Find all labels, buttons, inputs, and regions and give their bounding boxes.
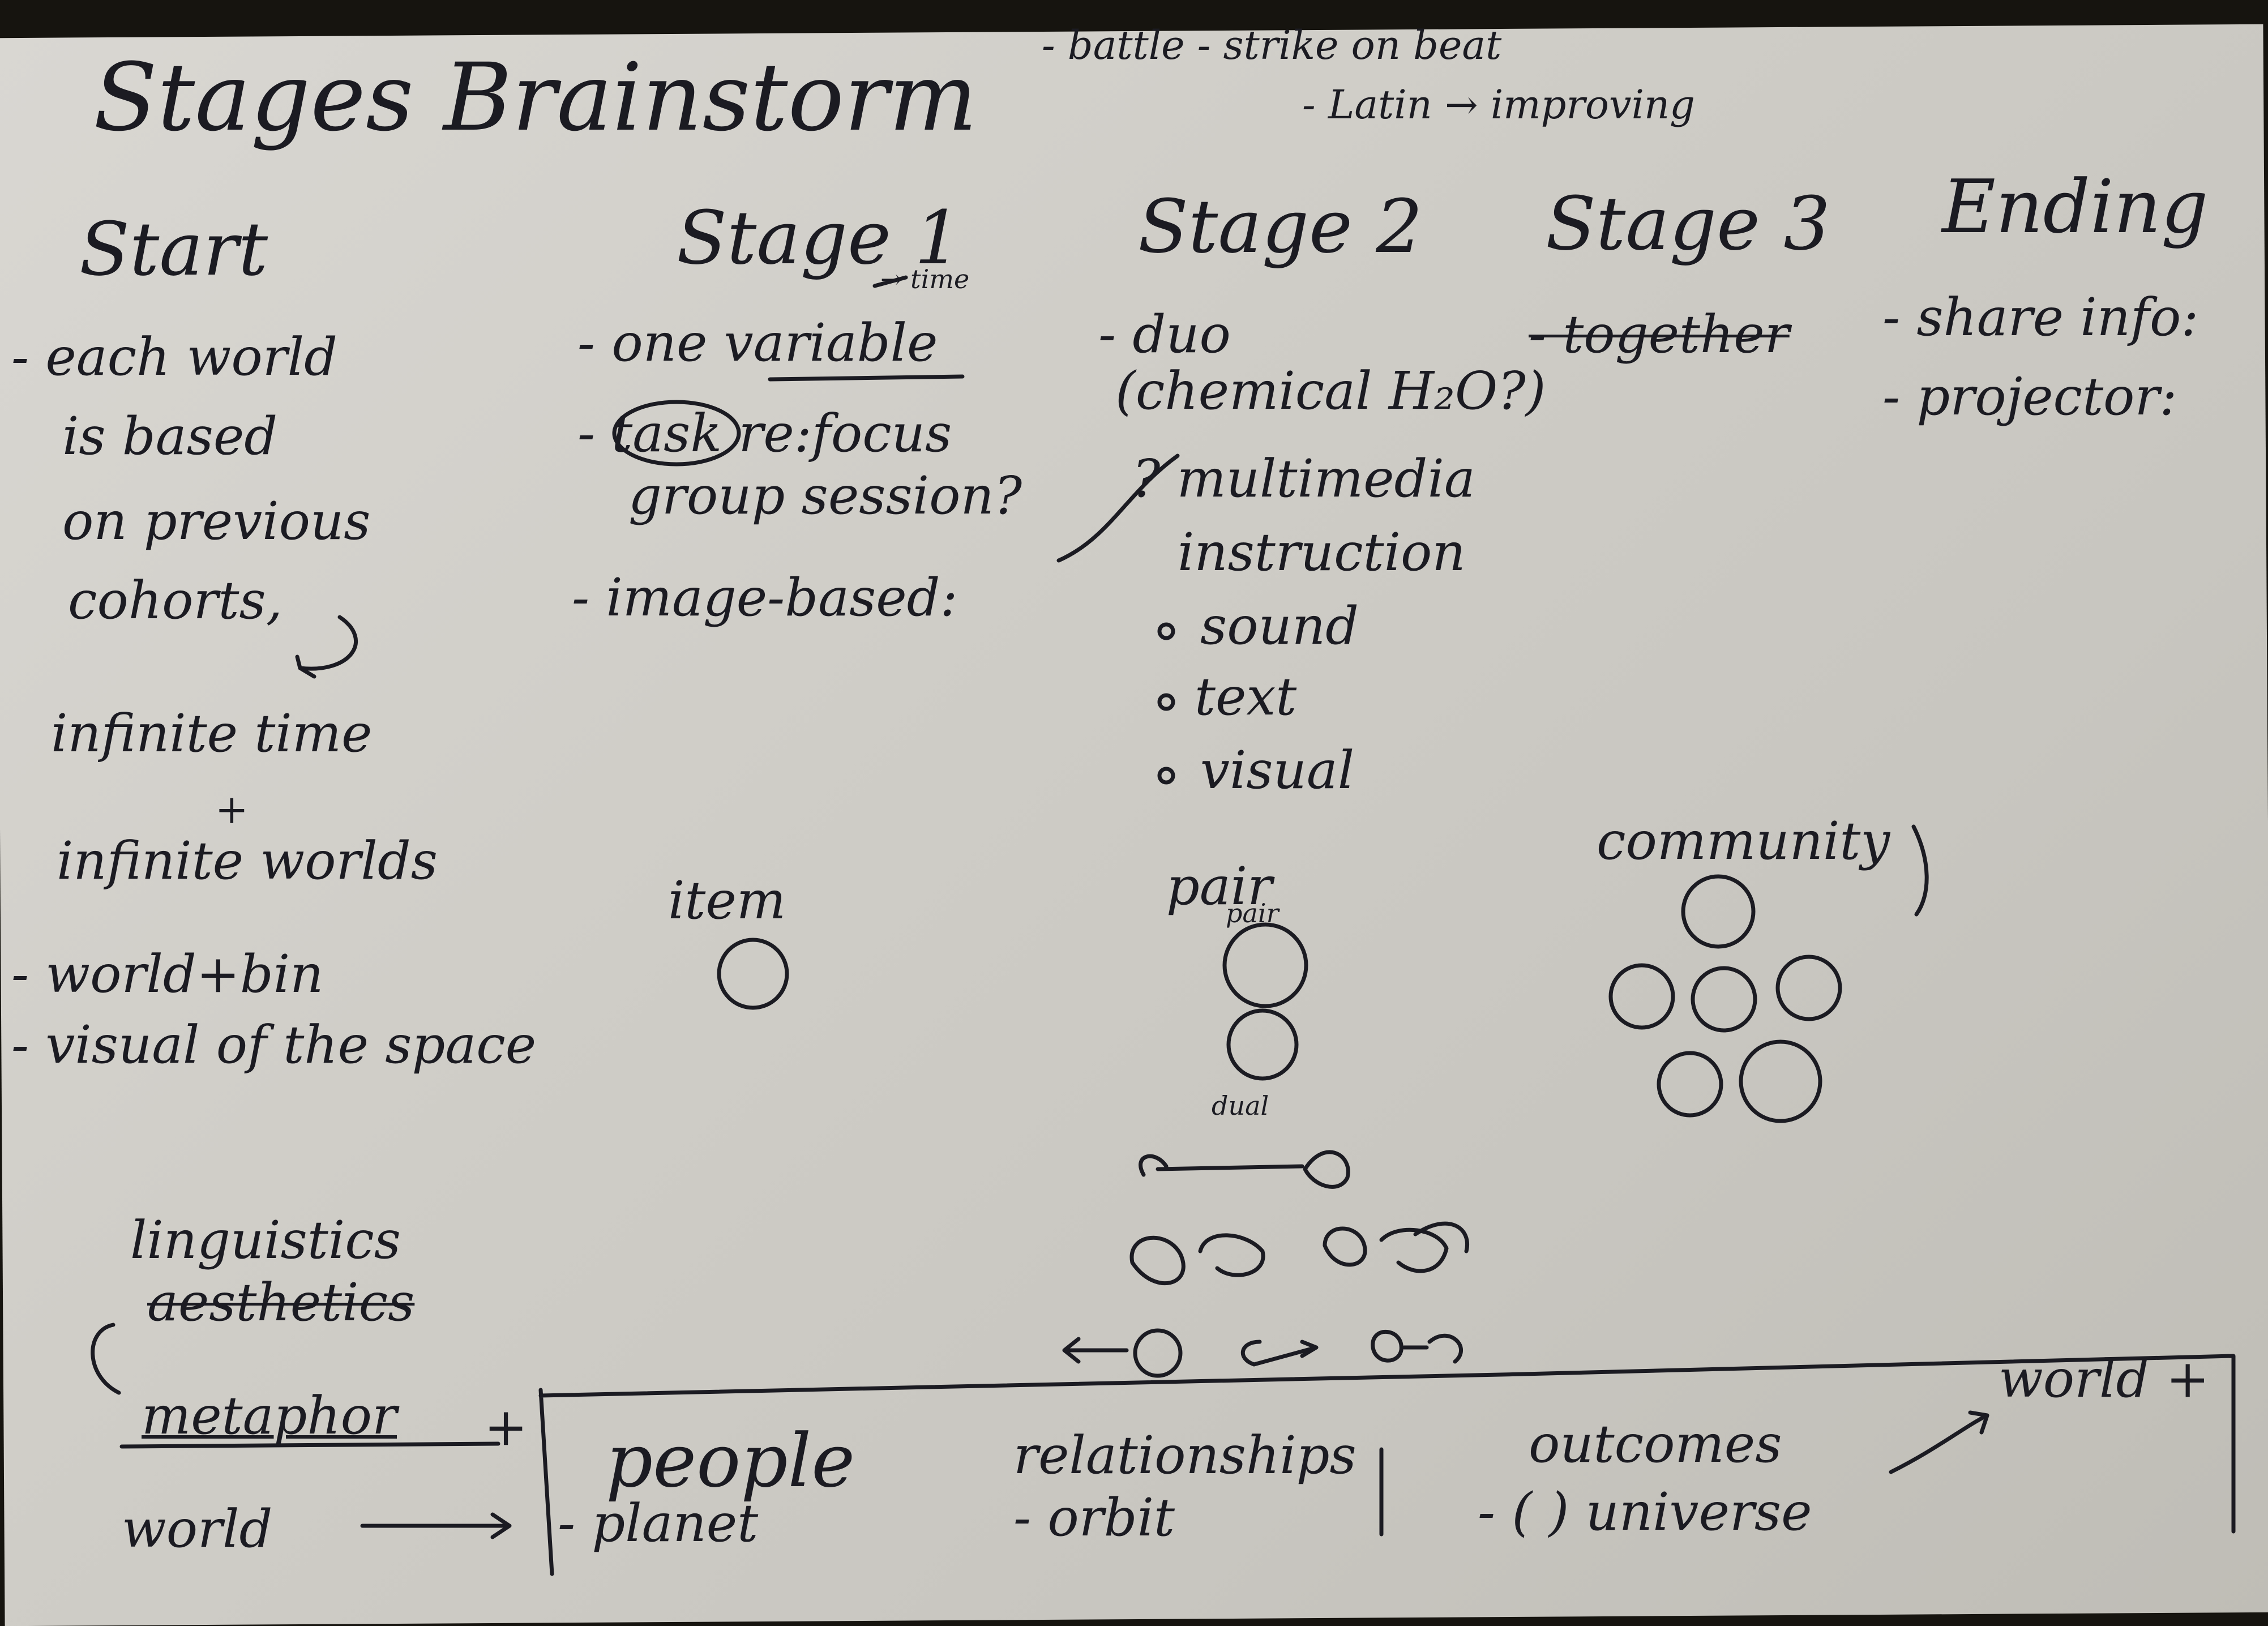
aesthetics-hook [91,1323,121,1395]
bottom-note: linguistics [130,1210,401,1270]
heading-stage-2: Stage 2 [1138,183,1423,269]
stage-2-item: instruction [1178,522,1466,583]
stage-2-diagram-label: pair [1166,856,1273,917]
page-title: Stages Brainstorm [93,43,978,152]
pair-loop-right [1323,1221,1469,1273]
item-circle [717,938,789,1010]
community-circle [1681,874,1756,949]
task-circle [612,400,741,467]
stage-2-item: visual [1200,740,1355,801]
start-item: on previous [62,491,371,551]
heading-ending: Ending [1942,164,2209,250]
metaphor-underline [119,1441,500,1449]
visual-bullet [1157,767,1175,785]
pair-arrow-mid [1240,1340,1319,1367]
community-circle [1657,1051,1723,1118]
stage-1-item: - image-based: [572,567,958,628]
people-label: people [606,1418,855,1504]
pair-circle-bottom [1226,1008,1299,1081]
top-note-line-2: - Latin → improving [1302,82,1695,128]
heading-stage-3: Stage 3 [1546,181,1830,267]
start-item: infinite worlds [57,831,438,891]
start-item: cohorts, [68,570,283,631]
text-bullet [1157,693,1175,711]
bottom-bracket [538,1354,2236,1576]
orbit-label: - orbit [1013,1487,1175,1548]
outcomes-label: outcomes [1529,1414,1782,1474]
stage-1-item: group session? [628,465,1022,526]
ending-item: - projector: [1882,366,2177,427]
top-note-line-1: - battle - strike on beat [1042,22,1502,69]
start-item: infinite time [51,703,373,764]
pair-loop-left [1129,1233,1265,1285]
ending-item: - share info: [1882,287,2199,348]
pair-bottom-circle-1 [1133,1328,1183,1378]
world-label: world [122,1499,273,1559]
stage-1-diagram-label: item [668,870,786,931]
start-item: + [215,786,249,833]
bottom-note: aesthetics [147,1272,415,1333]
stage-2-item: sound [1200,596,1359,656]
stage-2-item: text [1195,666,1297,727]
stage-1-item: - task re:focus [577,403,952,464]
world-plus-arrow [1889,1410,1989,1474]
planet-label: - planet [558,1493,759,1554]
stage-2-item: (chemical H₂O?) [1115,361,1546,421]
start-item: - visual of the space [11,1015,537,1075]
stage-3-diagram-label: community [1597,811,1890,871]
pair-link-arrow [1139,1150,1350,1189]
stage-2-diagram-note: dual [1212,1090,1269,1121]
start-item: - world+bin [11,944,324,1004]
community-circle [1608,963,1675,1030]
world-arrow [360,1512,512,1539]
multimedia-link [1056,453,1180,563]
stage-2-item: ? multimedia [1132,448,1475,509]
heading-start: Start [79,206,268,292]
relationships-label: relationships [1013,1425,1356,1486]
metaphor-label: metaphor [142,1385,397,1446]
start-item: - each world [11,327,338,387]
pair-arrow-right [1371,1330,1463,1364]
cohorts-arrow [295,615,358,679]
community-circle [1691,966,1757,1033]
community-circle [1739,1039,1822,1123]
community-bracket [1911,824,1929,917]
pair-arrows-bottom [1062,1337,1129,1364]
sound-bullet [1157,622,1175,640]
variable-underline [768,374,965,382]
stage-2-diagram-note: pair [1226,898,1279,928]
community-circle [1775,955,1842,1021]
time-arrow [872,275,908,288]
start-item: is based [62,406,278,467]
pair-circle-top [1222,922,1308,1008]
stage-3-item: - together [1529,304,1790,365]
heading-stage-1: Stage 1 [677,195,961,281]
universe-label: - ( ) universe [1478,1482,1812,1542]
stage-2-item: - duo [1098,304,1231,365]
stage-1-item: - one variable [577,313,938,373]
